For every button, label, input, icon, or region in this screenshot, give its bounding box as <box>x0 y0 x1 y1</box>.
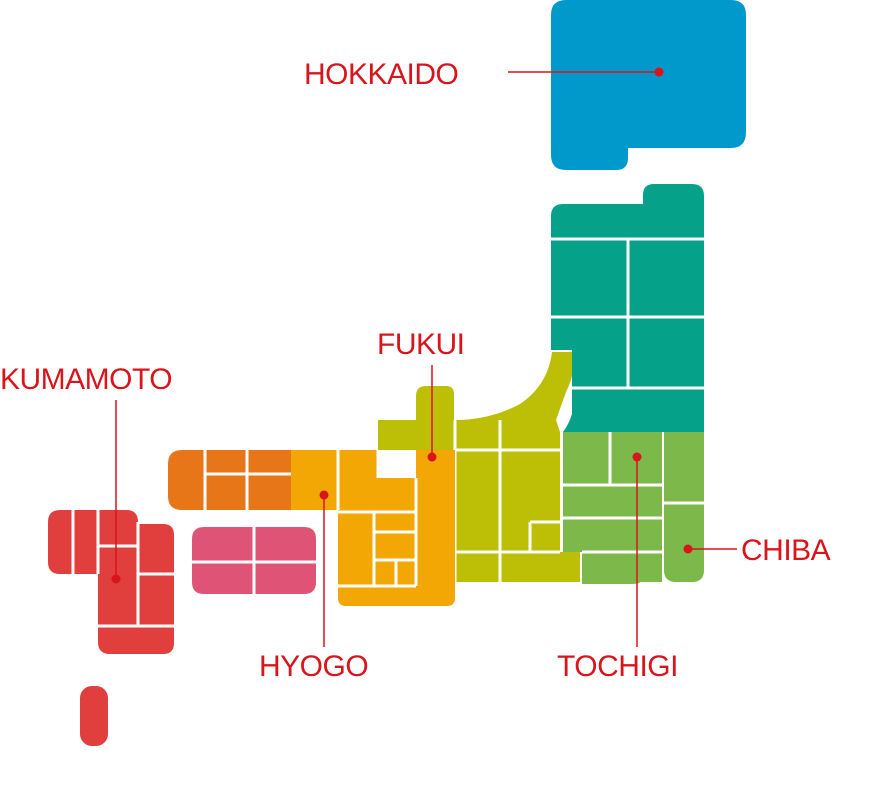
hokkaido-marker <box>654 67 664 77</box>
kyushu-borders <box>71 510 174 628</box>
region-hokkaido <box>551 0 746 170</box>
label-hyogo: HYOGO <box>259 650 368 683</box>
prefecture-hokkaido[interactable] <box>551 0 746 170</box>
label-tochigi: TOCHIGI <box>557 650 678 683</box>
fukui-marker <box>427 452 437 462</box>
kyushu-area[interactable] <box>48 510 174 654</box>
tochigi-marker <box>632 452 642 462</box>
markers <box>111 67 693 584</box>
chugoku-area[interactable] <box>168 450 291 510</box>
label-fukui: FUKUI <box>377 328 465 361</box>
prefecture-fukui[interactable] <box>416 386 454 450</box>
labels: HOKKAIDO FUKUI KUMAMOTO CHIBA HYOGO TOCH… <box>0 58 831 683</box>
kansai-borders <box>336 450 418 588</box>
region-kansai <box>291 450 455 606</box>
kanto-borders <box>563 432 704 554</box>
kansai-area[interactable] <box>338 450 455 606</box>
prefecture-hyogo[interactable] <box>291 450 338 510</box>
prefecture-chiba[interactable] <box>664 432 704 582</box>
shikoku-borders <box>192 527 316 594</box>
chugoku-borders <box>203 450 291 510</box>
region-shikoku <box>192 527 316 594</box>
region-tohoku <box>551 184 704 432</box>
label-kumamoto: KUMAMOTO <box>0 363 172 396</box>
label-chiba: CHIBA <box>741 534 831 567</box>
kumamoto-marker <box>111 574 121 584</box>
hyogo-marker <box>319 490 329 500</box>
label-hokkaido: HOKKAIDO <box>304 58 458 91</box>
region-kyushu <box>48 510 174 746</box>
chiba-marker <box>683 544 693 554</box>
tohoku-borders <box>551 237 704 390</box>
prefecture-okinawa[interactable] <box>80 686 108 746</box>
callouts <box>115 71 737 647</box>
region-chugoku <box>168 450 291 510</box>
